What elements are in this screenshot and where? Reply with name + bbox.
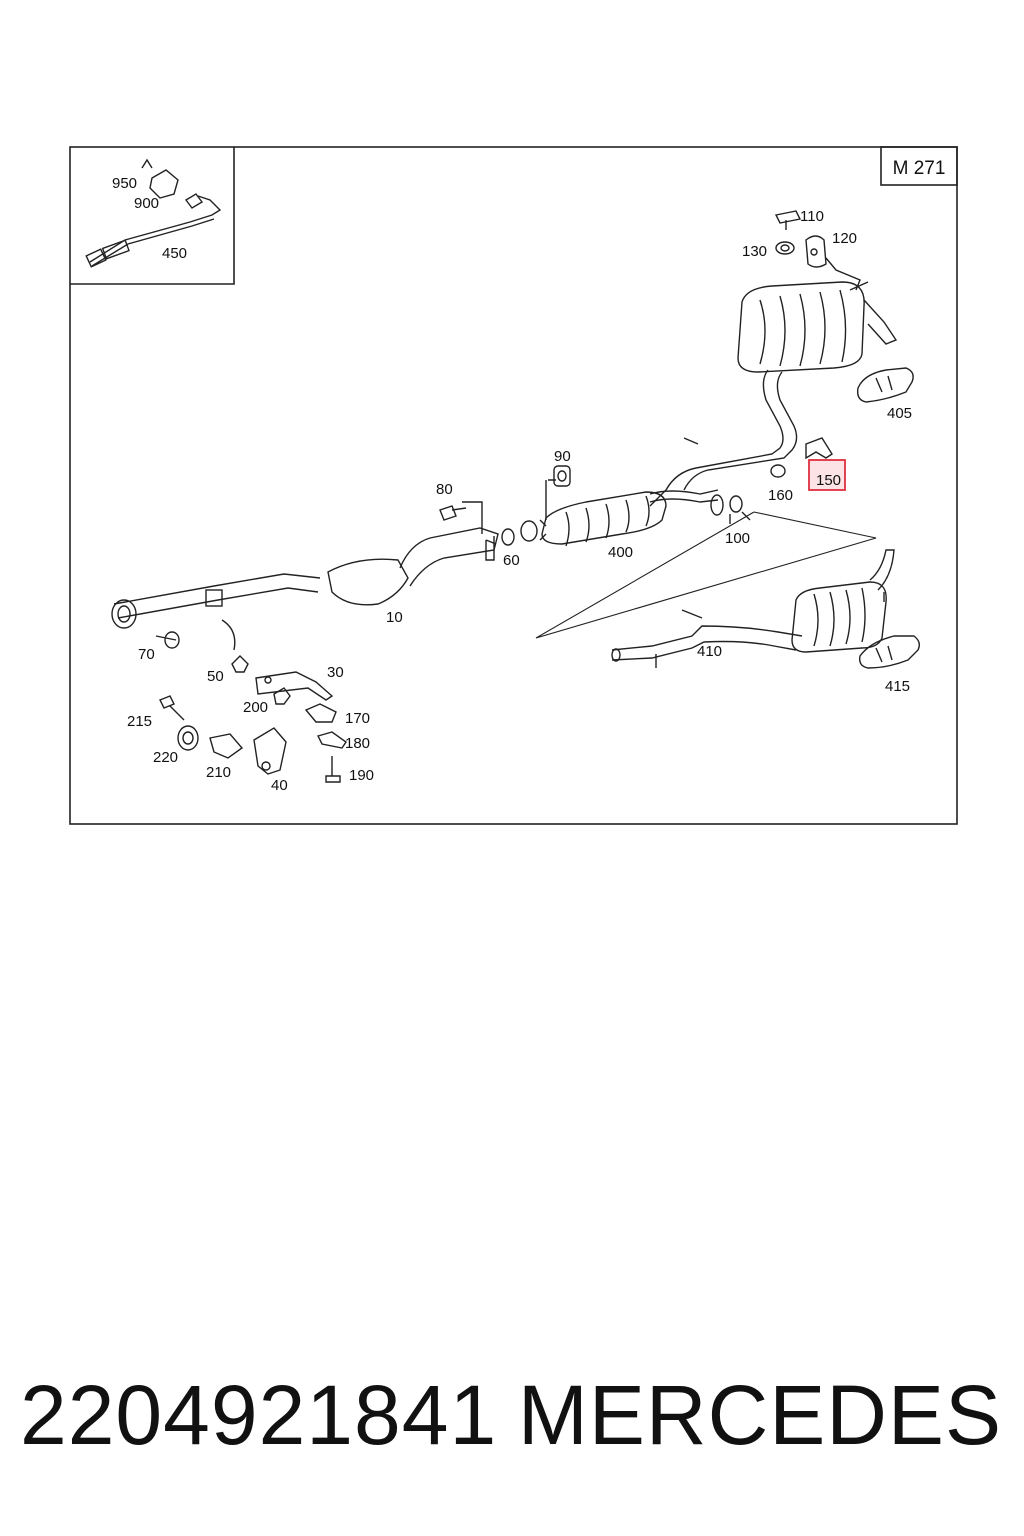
label-405: 405	[887, 405, 912, 422]
label-90: 90	[554, 448, 571, 465]
part-number: 2204921841	[20, 1368, 498, 1462]
tail-cover-415	[858, 635, 921, 669]
center-muffler-400	[541, 491, 667, 547]
label-170: 170	[345, 710, 370, 727]
label-415: 415	[885, 678, 910, 695]
mount-bracket-parts	[159, 655, 347, 783]
label-150: 150	[816, 472, 841, 489]
brand-name: MERCEDES	[517, 1368, 1002, 1462]
label-50: 50	[207, 668, 224, 685]
label-10: 10	[386, 609, 403, 626]
exhaust-system-diagram: M 271 950 900 450 110 120 130 405 90 80 …	[69, 146, 958, 825]
hanger-parts-110-120-130	[774, 210, 861, 291]
rear-muffler-upper	[737, 281, 898, 373]
label-410: 410	[697, 643, 722, 660]
label-220: 220	[153, 749, 178, 766]
tail-cover-405	[856, 367, 914, 403]
label-200: 200	[243, 699, 268, 716]
center-pipe	[649, 369, 784, 507]
label-60: 60	[503, 552, 520, 569]
label-450: 450	[162, 245, 187, 262]
label-70: 70	[138, 646, 155, 663]
footer: 2204921841 MERCEDES	[0, 1360, 1024, 1480]
front-pipe-catalyst-10	[111, 527, 499, 629]
oxygen-sensor-part	[85, 158, 222, 268]
label-30: 30	[327, 664, 344, 681]
model-tag: M 271	[893, 158, 946, 179]
label-40: 40	[271, 777, 288, 794]
model-tag-box	[880, 146, 958, 186]
label-900: 900	[134, 195, 159, 212]
label-180: 180	[345, 735, 370, 752]
label-120: 120	[832, 230, 857, 247]
label-400: 400	[608, 544, 633, 561]
rear-muffler-lower-410	[611, 549, 895, 668]
label-160: 160	[768, 487, 793, 504]
label-100: 100	[725, 530, 750, 547]
inset-box	[70, 147, 235, 285]
label-210: 210	[206, 764, 231, 781]
highlight-box-150	[808, 459, 846, 491]
diagram-frame	[69, 146, 958, 825]
label-215: 215	[127, 713, 152, 730]
label-110: 110	[800, 208, 824, 225]
label-130: 130	[742, 243, 767, 260]
label-190: 190	[349, 767, 374, 784]
label-950: 950	[112, 175, 137, 192]
label-80: 80	[436, 481, 453, 498]
part-labels: 950 900 450 110 120 130 405 90 80 150 16…	[112, 175, 912, 794]
